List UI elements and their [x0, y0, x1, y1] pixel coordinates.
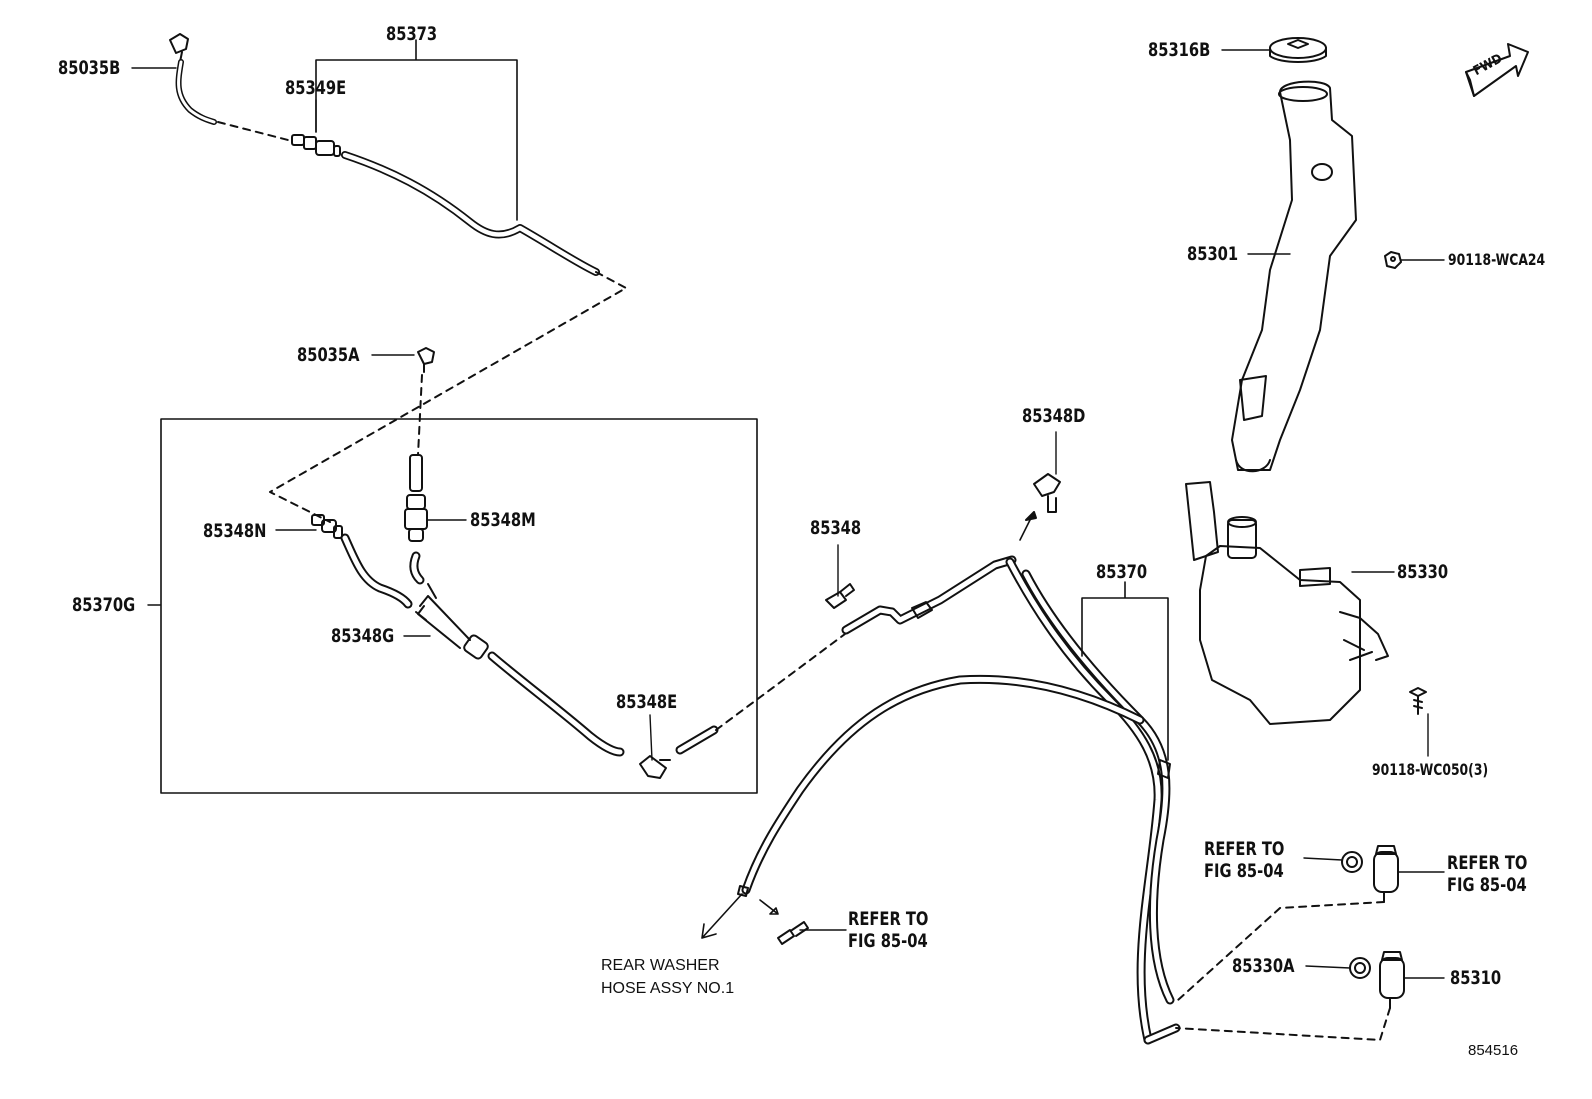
- bolt-90118-WC050: [1409, 687, 1427, 715]
- tank-85330: [1185, 481, 1389, 725]
- label-85035B: 85035B: [58, 57, 121, 79]
- dash-pump-lower: [1175, 1007, 1391, 1041]
- hose-85373: [341, 151, 600, 276]
- tube-short: [409, 454, 423, 492]
- joint-85348M: [404, 494, 428, 585]
- elbow-85348D: [1033, 473, 1061, 513]
- dash-main: [269, 271, 627, 523]
- label-85348N: 85348N: [203, 520, 267, 542]
- label-85330: 85330: [1397, 561, 1449, 583]
- dash-pump-upper: [1177, 901, 1385, 1001]
- label-85370G: 85370G: [72, 594, 136, 616]
- rear-washer-line1: REAR WASHER: [601, 957, 720, 974]
- label-85370: 85370: [1096, 561, 1148, 583]
- label-85348: 85348: [810, 517, 862, 539]
- label-85348D: 85348D: [1022, 405, 1086, 427]
- label-85349E: 85349E: [285, 77, 347, 99]
- label-85310: 85310: [1450, 967, 1502, 989]
- hose-85348E: [487, 651, 625, 757]
- nozzle-85035B: [169, 33, 217, 125]
- pump-upper: [1341, 845, 1399, 903]
- dash-85035A: [417, 374, 423, 456]
- label-85301: 85301: [1187, 243, 1239, 265]
- label-85348G: 85348G: [331, 625, 395, 647]
- hose-85348N: [340, 533, 413, 609]
- label-85348E: 85348E: [616, 691, 678, 713]
- box-85370G: [160, 418, 758, 794]
- connector-85348N: [311, 514, 343, 539]
- hose-rear-washer: [737, 674, 1145, 897]
- label-90118-WC050: 90118-WC050(3): [1372, 760, 1489, 779]
- hose-outlet: [675, 725, 719, 755]
- label-90118-WCA24: 90118-WCA24: [1448, 250, 1546, 269]
- elbow-85348E: [639, 755, 671, 779]
- connector-85349E: [291, 134, 341, 157]
- arrowhead-85348D: [1025, 511, 1037, 521]
- arrow-rear-washer: [701, 893, 743, 939]
- label-85348M: 85348M: [470, 509, 536, 531]
- leader-lines: [131, 49, 1445, 979]
- y-joint-85348G: [415, 583, 489, 660]
- dash-85035B: [217, 121, 289, 141]
- connector-refer-bottom: [777, 921, 809, 945]
- label-85035A: 85035A: [297, 344, 360, 366]
- rear-washer-line2: HOSE ASSY NO.1: [601, 980, 735, 997]
- hose-85370: [1005, 557, 1181, 1045]
- fwd-arrow-icon: [1465, 43, 1529, 97]
- nozzle-85035A: [417, 347, 435, 373]
- connector-85348: [825, 583, 855, 609]
- hose-center: [841, 555, 1017, 635]
- dash-to-85348: [715, 633, 846, 731]
- filler-85301: [1231, 80, 1357, 473]
- bracket-85373: [315, 39, 518, 221]
- leader-85348E: [649, 714, 653, 761]
- arrow-refer-bottom: [759, 899, 779, 915]
- label-85316B: 85316B: [1148, 39, 1211, 61]
- label-85330A: 85330A: [1232, 955, 1295, 977]
- diagram-id: 854516: [1468, 1042, 1519, 1059]
- bracket-85370: [1081, 581, 1169, 761]
- pump-85310: [1349, 951, 1405, 1009]
- cap-85316B: [1269, 37, 1327, 63]
- label-85373: 85373: [386, 23, 438, 45]
- nut-90118-WCA24: [1384, 251, 1402, 269]
